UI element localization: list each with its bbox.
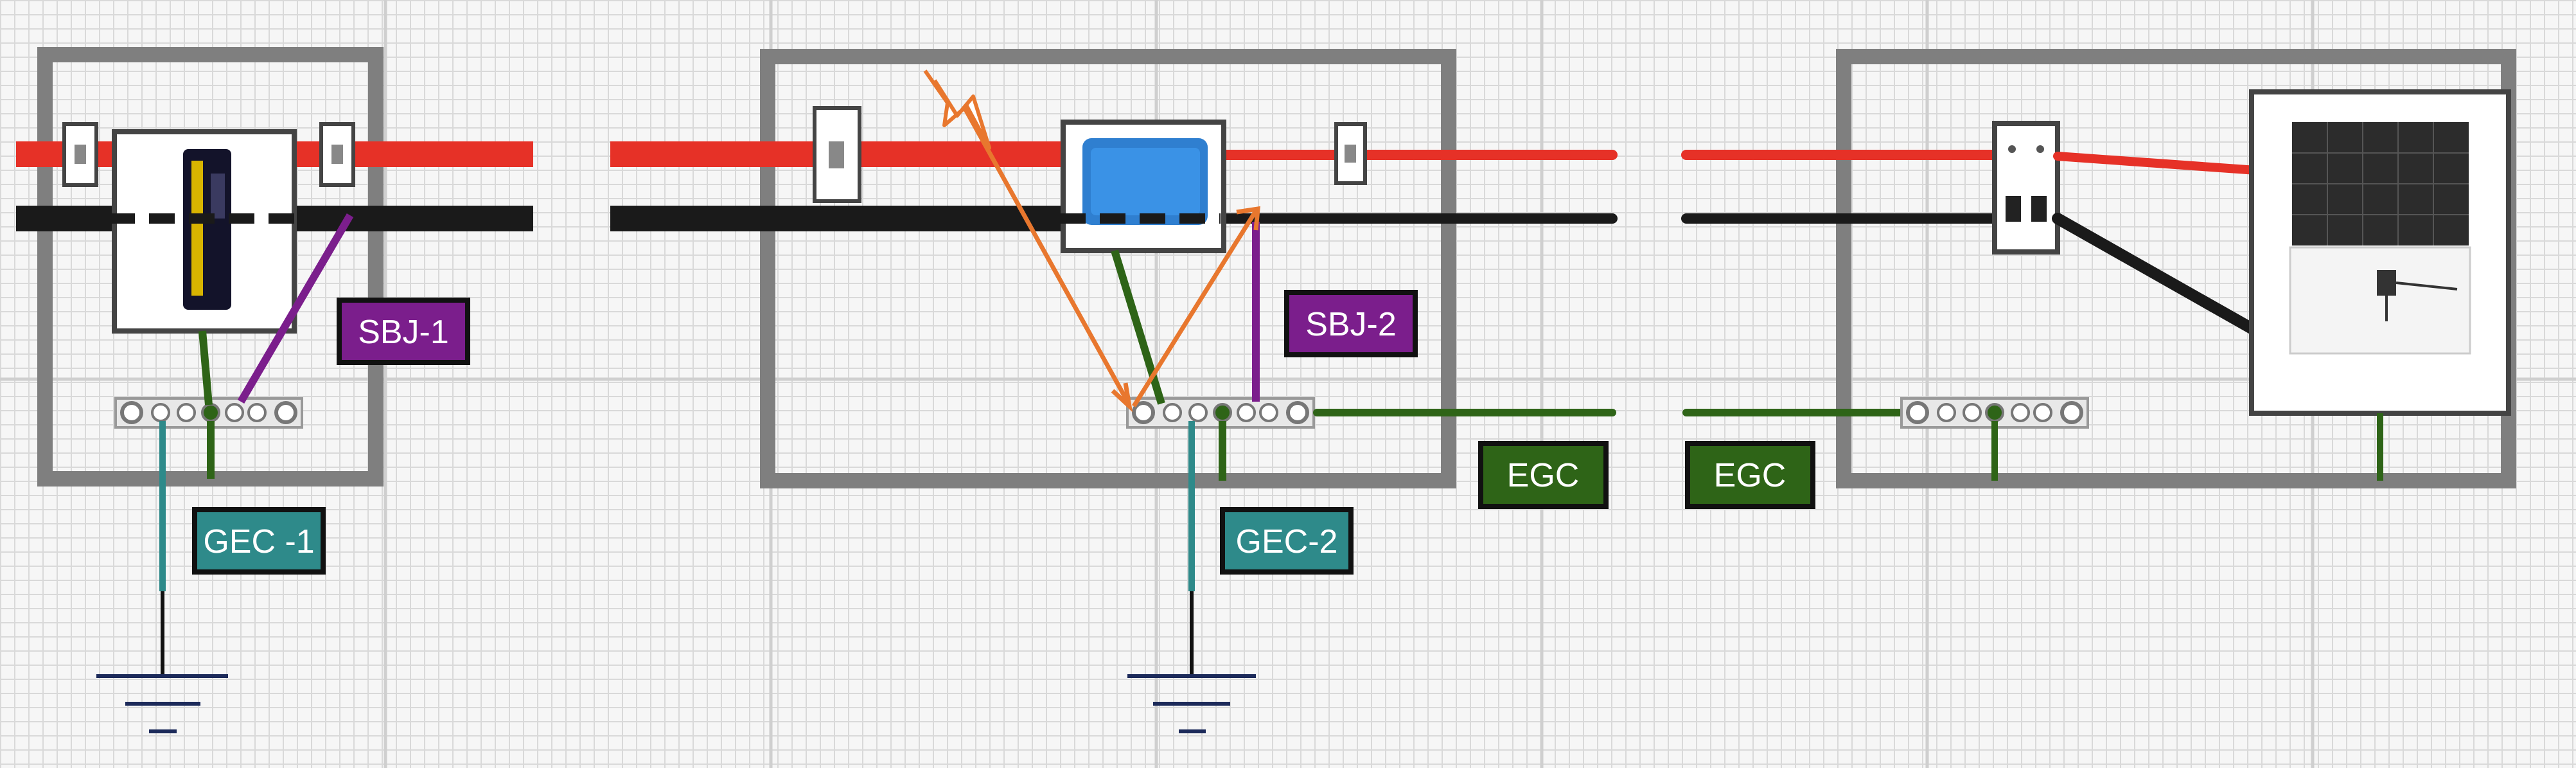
sbj1-label-text: SBJ-1 — [358, 314, 449, 351]
fault-current-path — [961, 105, 1260, 413]
busbar-terminal-icon — [114, 397, 303, 429]
sbj2-label-text: SBJ-2 — [1305, 306, 1397, 343]
negative-wire-middle — [610, 206, 1073, 231]
ground-symbol-icon — [96, 674, 228, 733]
circuit-breaker-icon — [813, 106, 861, 203]
gec2-label-text: GEC-2 — [1236, 523, 1338, 560]
gec1-label-text: GEC -1 — [203, 523, 314, 560]
circuit-breaker-icon — [1334, 122, 1367, 185]
sbj1-jumper-wire — [237, 213, 354, 404]
sbj2-label: SBJ-2 — [1284, 290, 1418, 357]
egc-label-right: EGC — [1685, 441, 1815, 509]
circuit-breaker-icon — [1992, 121, 2060, 255]
charge-controller-icon — [1082, 138, 1208, 225]
battery-monitor-device-icon — [183, 149, 231, 310]
gec1-label: GEC -1 — [192, 507, 326, 575]
egc-label-left: EGC — [1478, 441, 1609, 509]
ground-symbol-icon — [1127, 674, 1256, 733]
gec2-label: GEC-2 — [1220, 507, 1354, 575]
egc-label-left-text: EGC — [1507, 457, 1580, 494]
pv-negative-lead — [2052, 213, 2262, 337]
enclosure-middle — [760, 49, 1456, 488]
pv-positive-lead — [2053, 152, 2261, 175]
solar-panel-icon — [2289, 122, 2471, 355]
circuit-breaker-icon — [62, 122, 98, 187]
egc-label-right-text: EGC — [1714, 457, 1786, 494]
sbj1-label: SBJ-1 — [337, 298, 470, 365]
lightning-fault-icon — [923, 69, 991, 150]
egc-wire-left-device — [198, 330, 213, 406]
circuit-breaker-icon — [319, 122, 355, 187]
